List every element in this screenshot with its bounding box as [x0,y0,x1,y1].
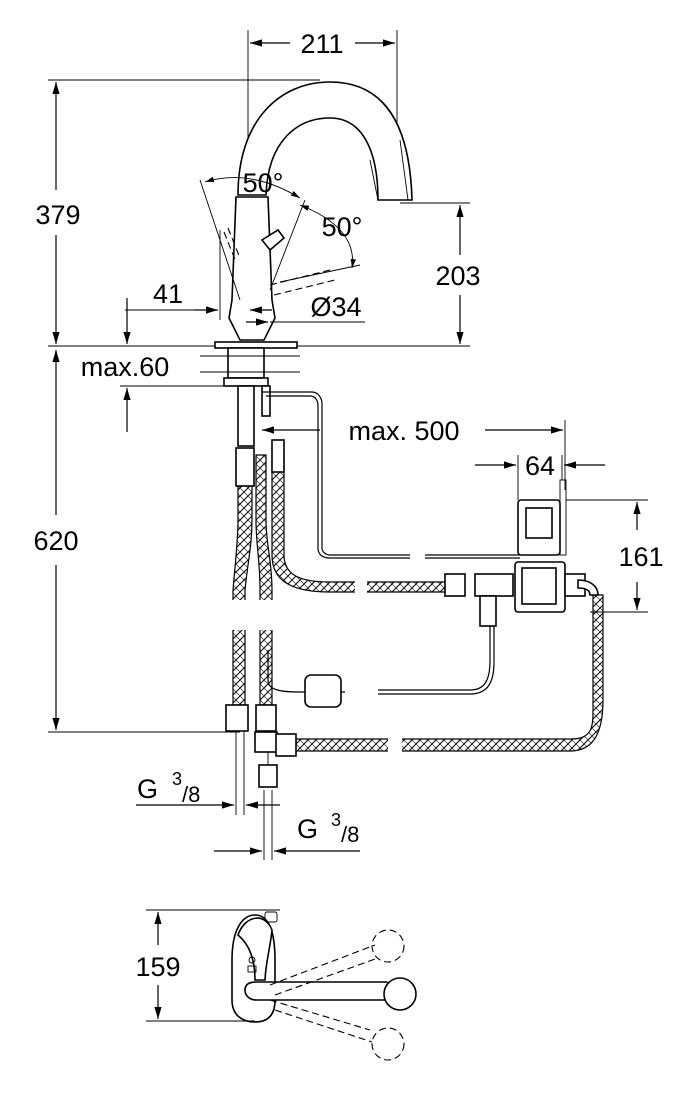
dim-body-diameter: Ø34 [246,292,365,326]
dim-total-height: 379 [35,79,320,344]
dim-reach: 211 [247,29,398,200]
label-box-height: 161 [618,542,663,572]
dim-lever-offset: 41 [125,230,272,320]
label-lever-angle-front: 50° [243,168,284,198]
control-box [444,479,599,627]
label-total-height: 379 [35,200,80,230]
dim-lever-angle-side: 50° [279,204,363,283]
supply-hoses [225,385,604,788]
label-thread-left-num: 3 [172,769,182,789]
label-body-diameter: Ø34 [310,292,361,322]
label-thread-left-den: /8 [182,782,200,807]
dim-spout-height: 203 [400,202,481,344]
label-top-view-depth: 159 [135,952,180,982]
dim-thread-right: G 3 /8 [214,790,360,860]
dim-max-cable: max. 500 [262,416,566,490]
label-lever-offset: 41 [153,279,183,309]
dim-box-height: 161 [566,499,664,613]
cable [262,391,520,708]
dim-box-width: 64 [475,451,605,500]
label-thread-left-g: G [137,774,158,804]
dim-lever-angle-front: 50° [199,168,306,301]
top-view: 159 [135,909,417,1061]
label-max-cable: max. 500 [348,416,459,446]
label-max-deck: max.60 [81,352,170,382]
label-reach: 211 [300,29,343,59]
label-thread-right-g: G [297,814,318,844]
dim-hose-length: 620 [33,350,240,733]
label-spout-height: 203 [435,261,480,291]
label-thread-right-den: /8 [341,822,359,847]
label-hose-length: 620 [33,526,78,556]
label-box-width: 64 [525,451,555,481]
label-lever-angle-side: 50° [322,212,363,242]
label-thread-right-num: 3 [331,810,341,830]
dim-max-deck: max.60 [81,298,230,432]
dim-thread-left: G 3 /8 [136,732,280,815]
faucet-body [200,81,413,387]
